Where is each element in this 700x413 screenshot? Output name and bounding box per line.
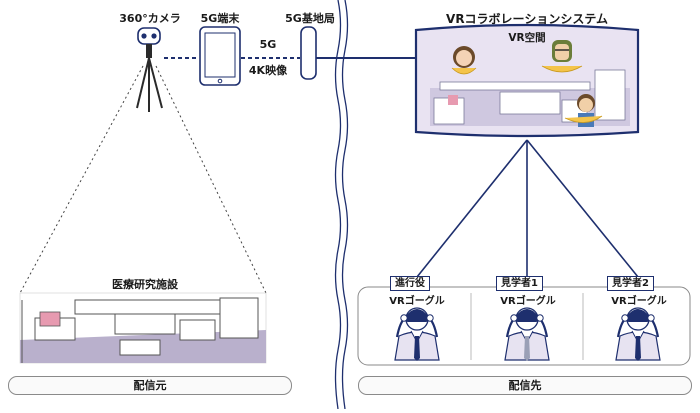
role-tag-host: 進行役 bbox=[390, 276, 430, 291]
base-station-label: 5G基地局 bbox=[285, 12, 335, 25]
role-tag-viewer1: 見学者1 bbox=[496, 276, 543, 291]
camera-label: 360°カメラ bbox=[119, 12, 181, 25]
base-station-icon bbox=[300, 26, 317, 80]
network-break-right bbox=[341, 0, 349, 410]
avatar-man-glasses-icon bbox=[541, 40, 583, 73]
avatar-woman-icon bbox=[451, 46, 477, 75]
destination-label: 配信先 bbox=[508, 379, 542, 392]
source-label: 配信元 bbox=[133, 379, 167, 392]
terminal-label: 5G端末 bbox=[200, 12, 240, 25]
facility-illustration bbox=[19, 292, 267, 364]
device-label-host: VRゴーグル bbox=[389, 296, 445, 307]
link-line-viewer2 bbox=[526, 139, 639, 278]
participant-host-icon bbox=[394, 307, 440, 361]
network-break-left bbox=[334, 0, 342, 410]
device-label-viewer2: VRゴーグル bbox=[611, 296, 667, 307]
source-bar: 配信元 bbox=[8, 376, 292, 395]
system-title: VRコラボレーションシステム bbox=[446, 12, 608, 26]
device-label-viewer1: VRゴーグル bbox=[500, 296, 556, 307]
link-5g-label: 5G bbox=[259, 38, 277, 51]
link-line-host bbox=[416, 139, 528, 278]
vr-screen bbox=[414, 23, 640, 138]
participant-viewer1-icon bbox=[504, 307, 550, 361]
participant-viewer2-icon bbox=[615, 307, 661, 361]
avatar-man-icon bbox=[564, 94, 603, 127]
link-4k-label: 4K映像 bbox=[248, 64, 288, 77]
camera-tripod-icon bbox=[136, 27, 163, 112]
view-cone-right bbox=[155, 65, 267, 294]
destination-bar: 配信先 bbox=[358, 376, 692, 395]
facility-label: 医療研究施設 bbox=[112, 278, 178, 291]
tablet-icon bbox=[199, 26, 241, 86]
role-tag-viewer2: 見学者2 bbox=[607, 276, 654, 291]
view-cone-left bbox=[19, 65, 144, 294]
vr-space-label: VR空間 bbox=[508, 32, 546, 44]
